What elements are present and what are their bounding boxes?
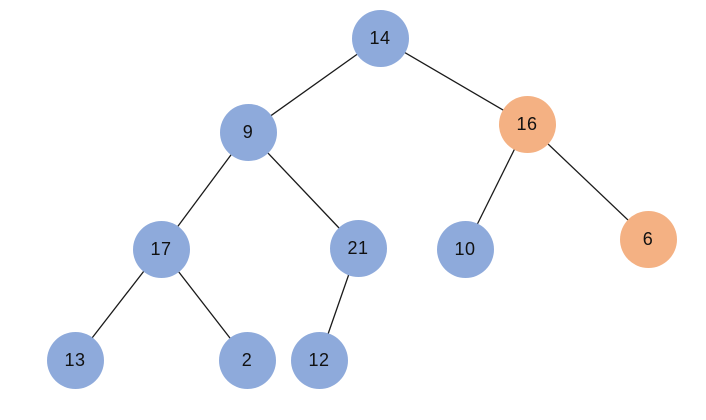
tree-node-6: 6 — [619, 210, 677, 268]
tree-node-13: 13 — [46, 331, 104, 389]
tree-node-label: 12 — [308, 349, 330, 370]
tree-node-label: 17 — [150, 238, 172, 259]
tree-node-label: 13 — [64, 349, 86, 370]
tree-node-label: 9 — [242, 121, 254, 142]
tree-node-17: 17 — [132, 220, 190, 278]
tree-node-label: 10 — [454, 238, 476, 259]
tree-node-label: 6 — [642, 228, 654, 249]
tree-node-21: 21 — [329, 219, 387, 277]
tree-node-label: 14 — [369, 27, 391, 48]
tree-node-label: 21 — [347, 237, 369, 258]
tree-node-12: 12 — [290, 331, 348, 389]
tree-node-label: 2 — [241, 349, 253, 370]
tree-node-16: 16 — [498, 95, 556, 153]
tree-node-14: 14 — [351, 9, 409, 67]
tree-node-10: 10 — [436, 220, 494, 278]
tree-node-9: 9 — [219, 103, 277, 161]
tree-node-label: 16 — [516, 113, 538, 134]
tree-node-2: 2 — [218, 331, 276, 389]
